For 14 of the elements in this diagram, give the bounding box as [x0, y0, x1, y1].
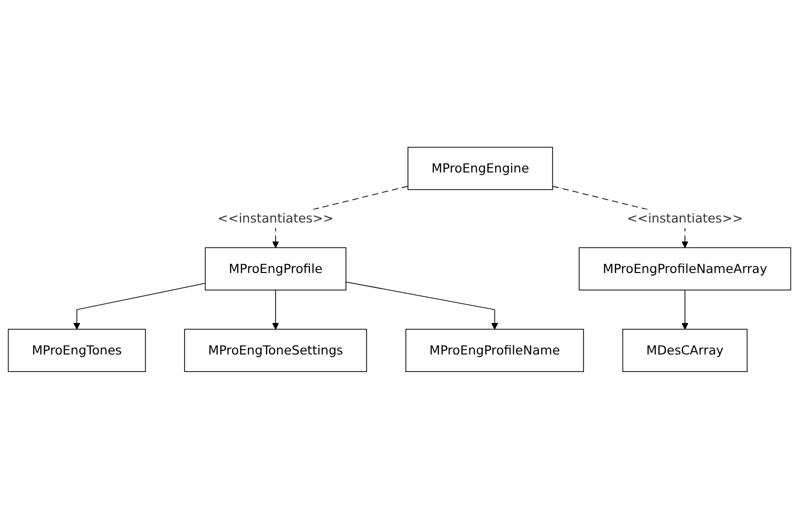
arrow	[346, 281, 498, 330]
edge-label: <<instantiates>>	[627, 210, 743, 226]
node-box	[405, 328, 584, 372]
node-box	[578, 246, 792, 290]
class-diagram: <<instantiates>> <<instantiates>> MProEngEngine MDesCArray MProEngProfile MProEngProfileNameArray MProEngTones MProEngToneSettings MProEngProfileName	[2, 140, 797, 378]
node-box	[204, 246, 346, 290]
edge-label: <<instantiates>>	[218, 210, 334, 226]
node-box	[408, 146, 554, 190]
arrow	[272, 289, 280, 330]
arrow	[73, 282, 206, 330]
node-box	[8, 328, 146, 372]
node-box	[622, 328, 748, 372]
arrow	[682, 289, 688, 330]
node-box	[184, 328, 367, 372]
